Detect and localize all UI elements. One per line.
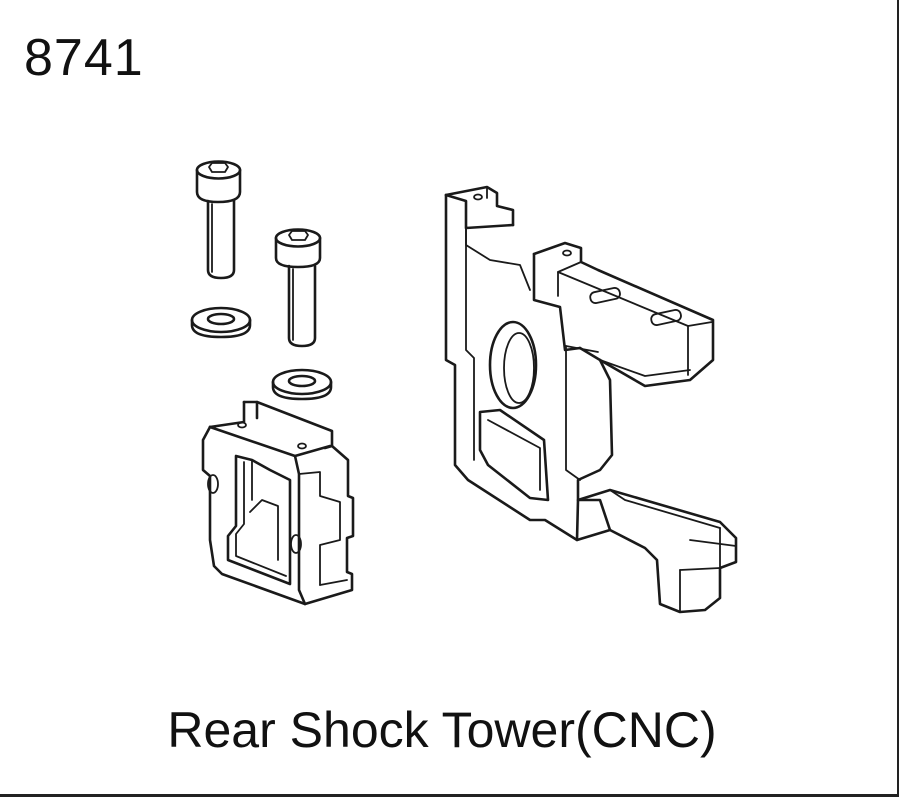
shock-tower: [444, 185, 738, 614]
part-number: 8741: [24, 29, 144, 87]
washer-right: [271, 368, 333, 401]
washer-left: [190, 306, 252, 339]
cap-screw-right: [274, 228, 322, 348]
shock-tower-mount-block: [201, 400, 355, 606]
cap-screw-left: [195, 160, 242, 280]
diagram-caption: Rear Shock Tower(CNC): [167, 702, 717, 758]
